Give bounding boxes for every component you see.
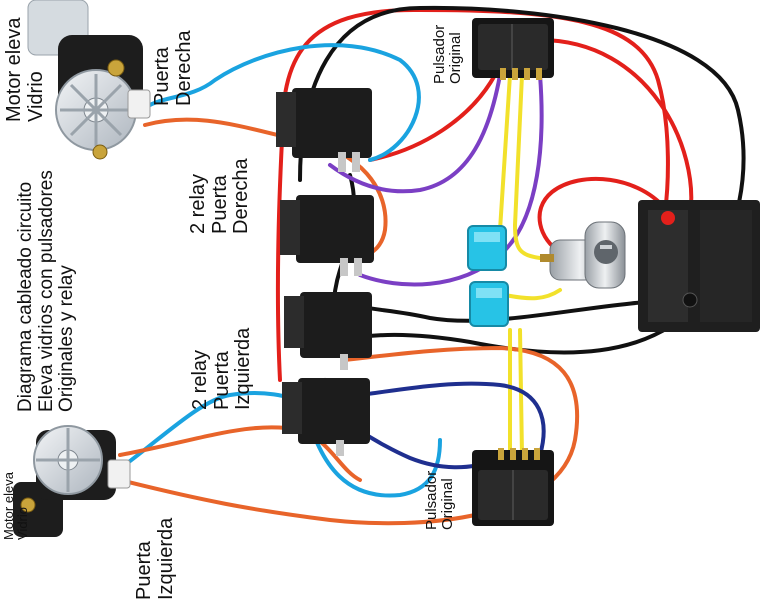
battery-icon — [638, 200, 760, 332]
wiring-diagram — [13, 0, 760, 537]
relay-derecha-line2: Puerta — [208, 175, 231, 234]
relay-izquierda-line3: Izquierda — [232, 327, 255, 410]
pulsador-bottom-line2: Original — [439, 478, 457, 530]
wire-yellow-2 — [513, 73, 542, 260]
window-motor-top — [27, 0, 151, 160]
puerta-izquierda-line1: Puerta — [133, 541, 155, 600]
puerta-izquierda-line2: Izquierda — [154, 517, 177, 600]
wire-black-top-loop — [298, 5, 746, 355]
puerta-derecha-line1: Puerta — [151, 47, 173, 106]
rocker-switch-icon — [472, 448, 554, 526]
relay-left-1 — [284, 292, 372, 370]
relay-left-2 — [282, 378, 370, 456]
rocker-switch-icon — [472, 18, 554, 80]
fuse-icon — [467, 225, 507, 271]
wire-navy-1 — [358, 381, 546, 457]
diagram-title: Diagrama cableado circuito Eleva vidrios… — [15, 170, 78, 412]
fuse-bottom — [469, 281, 509, 327]
window-motor-icon — [27, 0, 151, 160]
fuse-top — [467, 225, 507, 271]
wire-yellow-1 — [498, 73, 512, 232]
rocker-switch-bottom — [472, 448, 554, 526]
relay-right-1 — [276, 88, 372, 172]
relay-right-2 — [280, 195, 374, 276]
wire-blue-top-motor — [140, 43, 421, 162]
motor-bottom-label-line1: Motor eleva — [1, 472, 16, 540]
pulsador-top-line2: Original — [447, 32, 465, 84]
relay-derecha-line3: Derecha — [230, 158, 253, 234]
relay-derecha-label: 2 relay Puerta Derecha — [187, 158, 253, 234]
pulsador-top-line1: Pulsador — [431, 24, 448, 84]
relay-izquierda-label: 2 relay Puerta Izquierda — [189, 327, 255, 410]
puerta-derecha-label: Puerta Derecha — [151, 30, 195, 106]
motor-bottom-label-line2: Vidrio — [15, 506, 31, 540]
diagram-title-line2: Eleva vidrios con pulsadores — [35, 170, 57, 412]
window-motor-bottom — [13, 425, 131, 537]
relay-izquierda-line1: 2 relay — [189, 349, 211, 410]
battery — [638, 200, 760, 332]
puerta-derecha-line2: Derecha — [172, 30, 195, 106]
wire-purple-1 — [328, 73, 502, 194]
wire-red-switch-top — [368, 73, 497, 162]
fuse-icon — [469, 281, 509, 327]
motor-top-label-line1: Motor eleva — [3, 17, 25, 123]
motor-top-label-line2: Vidrio — [24, 71, 47, 122]
pulsador-bottom-line1: Pulsador — [423, 470, 440, 530]
ignition-switch-icon — [540, 221, 626, 289]
wire-yellow-3 — [503, 288, 562, 301]
relay-derecha-line1: 2 relay — [187, 173, 209, 234]
rocker-switch-top — [472, 18, 554, 80]
wire-red-battery-ignition — [537, 176, 670, 254]
puerta-izquierda-label: Puerta Izquierda — [133, 517, 177, 600]
wire-purple-2 — [358, 73, 544, 287]
diagram-title-line1: Diagrama cableado circuito — [15, 181, 36, 412]
wire-blue-bottom-loop — [303, 403, 442, 498]
relay-izquierda-line2: Puerta — [210, 351, 233, 410]
window-motor-icon — [13, 425, 131, 537]
pulsador-bottom-label: Pulsador Original — [423, 470, 457, 530]
wire-red-right-loop — [538, 38, 694, 217]
diagram-title-line3: Originales y relay — [56, 265, 78, 412]
wire-orange-bottom-motor — [118, 346, 580, 526]
wires — [116, 5, 746, 526]
pulsador-top-label: Pulsador Original — [431, 24, 465, 84]
relays — [276, 88, 374, 456]
ignition-switch — [540, 221, 626, 289]
motor-top-label: Motor eleva Vidrio — [3, 17, 47, 123]
motor-bottom-label: Motor eleva Vidrio — [1, 472, 31, 540]
wire-red-left-bus — [275, 138, 284, 382]
